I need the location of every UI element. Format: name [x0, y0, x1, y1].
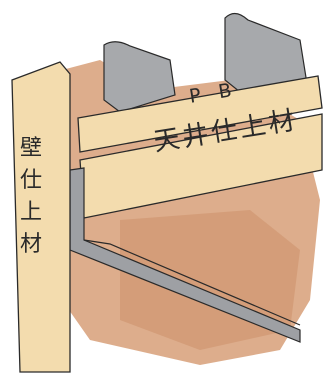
- wall-finish-label-char: 上: [20, 200, 43, 225]
- metal-runner-left: [103, 41, 176, 113]
- wall-finish-board: [11, 61, 71, 373]
- pb-board: [77, 75, 323, 153]
- wall-finish-label-char: 壁: [20, 136, 43, 161]
- wall-finish-label-char: 仕: [20, 168, 43, 193]
- metal-trim-return: [83, 239, 301, 326]
- wall-finish-label-char: 材: [20, 232, 43, 257]
